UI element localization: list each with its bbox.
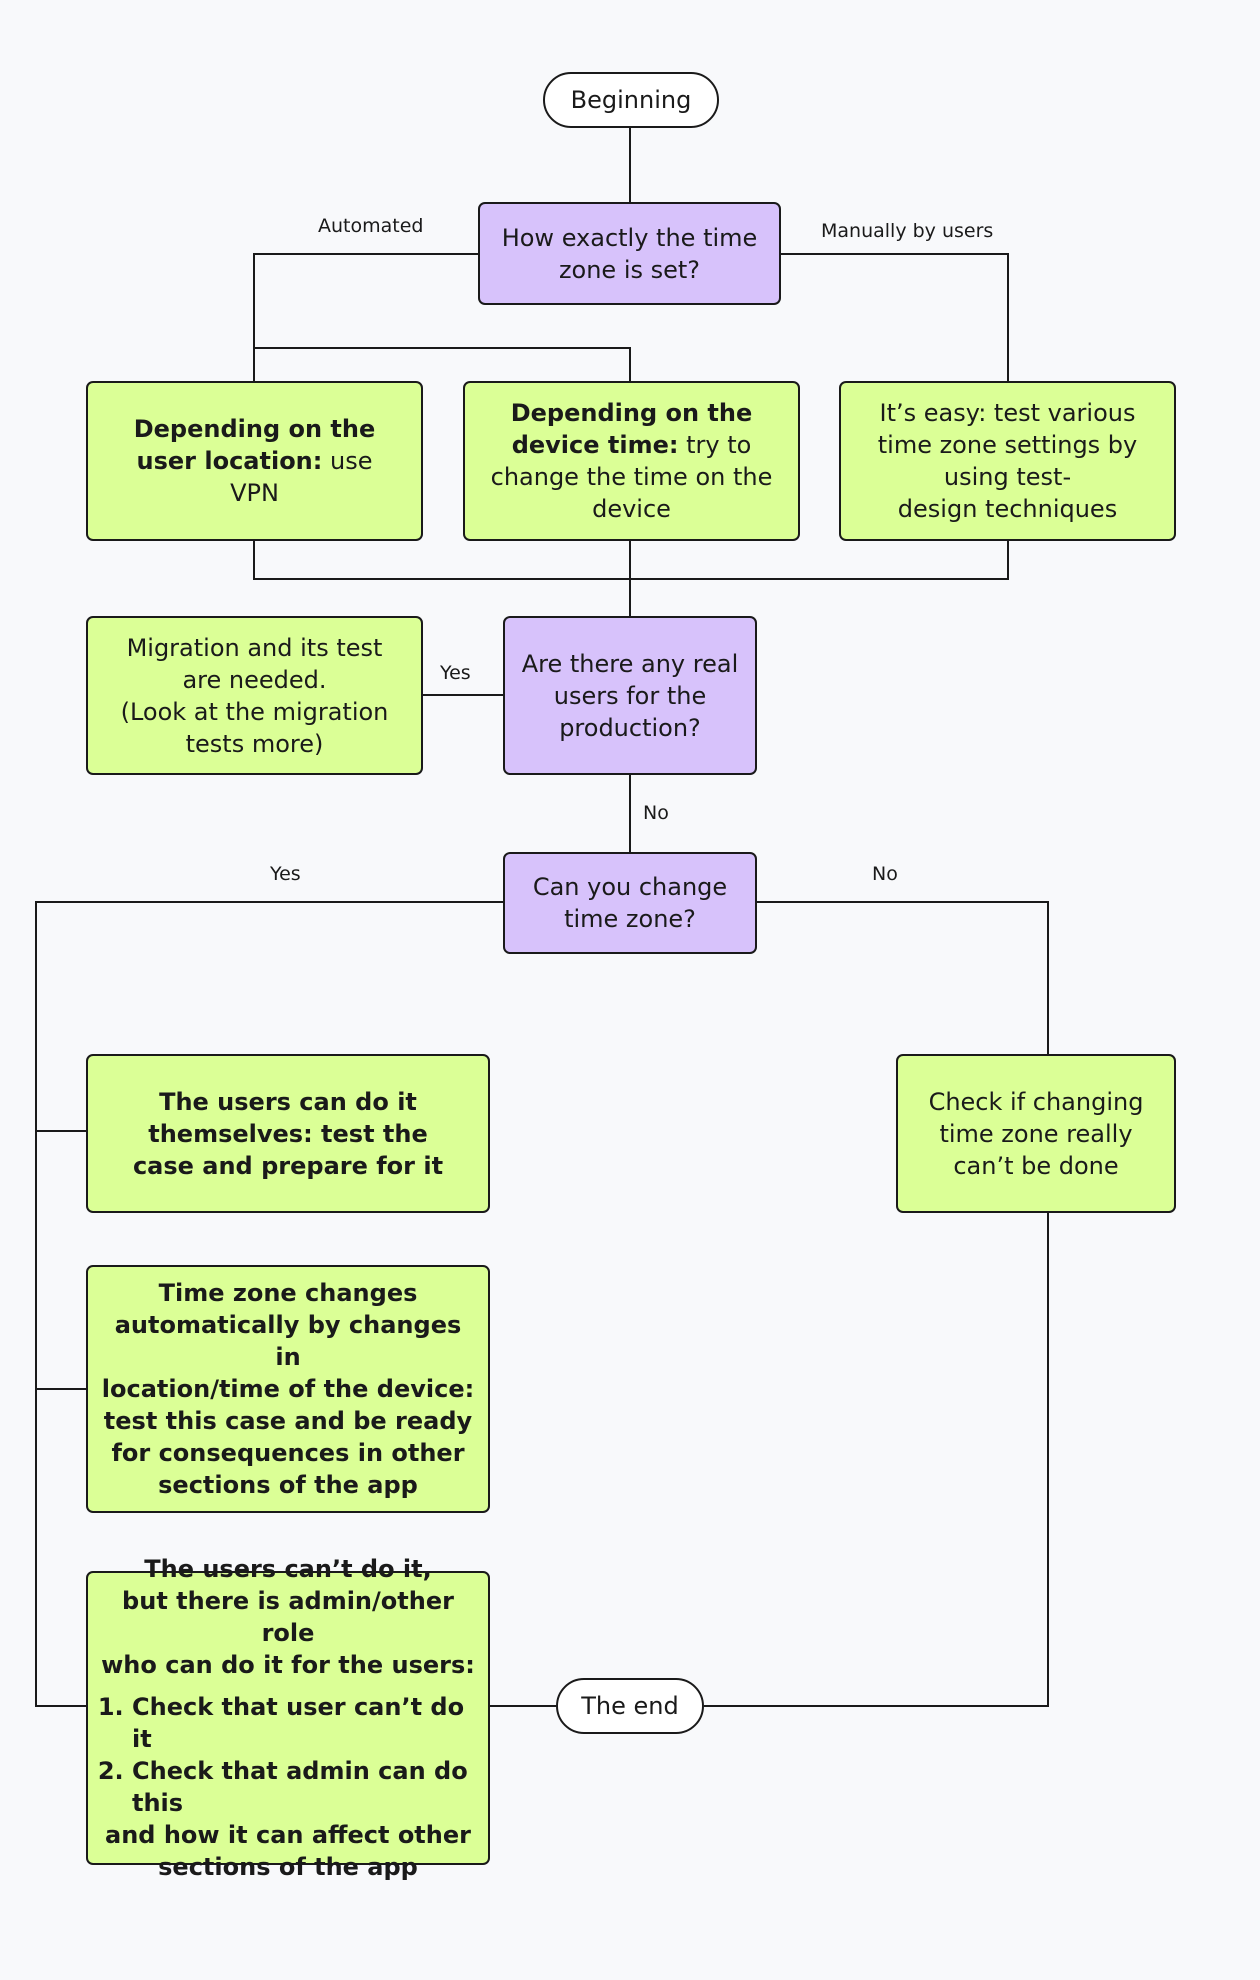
migration-box: Migration and its test are needed. (Look…	[86, 616, 423, 775]
easy-test-line: using test-	[943, 463, 1072, 491]
easy-test-line: It’s easy: test various	[879, 399, 1136, 427]
how-set-line: zone is set?	[558, 255, 701, 284]
auto-change-line: for consequences in other	[111, 1439, 465, 1467]
edge-label-yes-change: Yes	[270, 863, 301, 885]
edge-automated-branch-device	[254, 347, 631, 381]
edge-automated	[253, 253, 478, 381]
check-changing-line: time zone really	[939, 1119, 1133, 1148]
users-can-line: The users can do it	[159, 1087, 417, 1116]
auto-change-line: location/time of the device:	[101, 1375, 475, 1403]
edge-no-change	[757, 901, 1049, 1054]
user-location-box: Depending on the user location: use VPN	[86, 381, 423, 541]
admin-role-intro-line: but there is admin/other role	[122, 1587, 454, 1647]
edge-yes-change	[35, 901, 503, 1707]
admin-role-step-continuation: sections of the app	[158, 1853, 418, 1881]
edge-label-yes-migration: Yes	[440, 662, 471, 684]
can-change-line: Can you change	[532, 873, 728, 901]
check-changing-line: Check if changing	[928, 1087, 1144, 1116]
can-change-line: time zone?	[564, 905, 696, 933]
the-end-label: The end	[581, 1692, 679, 1720]
admin-role-step-continuation: and how it can affect other	[105, 1821, 471, 1849]
admin-role-step: Check that admin can do this	[132, 1755, 480, 1819]
edge-label-manually: Manually by users	[821, 220, 994, 242]
device-time-box: Depending on the device time: try to cha…	[463, 381, 800, 541]
migration-line: are needed.	[182, 665, 327, 694]
device-time-bold: Depending on the device time:	[510, 399, 753, 459]
admin-role-intro-line: who can do it for the users:	[101, 1651, 475, 1679]
beginning-label: Beginning	[570, 86, 692, 114]
real-users-line: users for the	[553, 681, 707, 710]
auto-change-line: test this case and be ready	[103, 1407, 473, 1435]
auto-change-line: sections of the app	[158, 1471, 418, 1499]
edge-label-no-change: No	[872, 863, 898, 885]
auto-change-line: automatically by changes in	[114, 1311, 462, 1371]
the-end-node: The end	[556, 1678, 704, 1734]
user-location-bold: Depending on the user location:	[133, 415, 376, 475]
auto-change-box: Time zone changes automatically by chang…	[86, 1265, 490, 1513]
migration-line: Migration and its test	[126, 633, 383, 662]
admin-role-steps: Check that user can’t do it Check that a…	[96, 1691, 480, 1819]
easy-test-line: time zone settings by	[877, 431, 1138, 459]
user-location-text: Depending on the user location: use VPN	[118, 413, 391, 509]
admin-role-step: Check that user can’t do it	[132, 1691, 480, 1755]
real-users-decision: Are there any real users for the product…	[503, 616, 757, 775]
beginning-node: Beginning	[543, 72, 719, 128]
admin-role-intro-line: The users can’t do it,	[144, 1555, 432, 1583]
device-time-text: Depending on the device time: try to cha…	[483, 397, 780, 525]
user-location-rest: use VPN	[230, 447, 373, 507]
users-can-line: case and prepare for it	[132, 1151, 444, 1180]
easy-test-line: design techniques	[897, 495, 1118, 523]
check-changing-box: Check if changing time zone really can’t…	[896, 1054, 1176, 1213]
auto-change-line: Time zone changes	[158, 1279, 418, 1307]
how-set-decision: How exactly the time zone is set?	[478, 202, 781, 305]
real-users-line: Are there any real	[521, 649, 739, 678]
check-changing-line: can’t be done	[953, 1151, 1119, 1180]
edge-check-to-end	[704, 1212, 1049, 1707]
easy-test-box: It’s easy: test various time zone settin…	[839, 381, 1176, 541]
migration-line: (Look at the migration	[120, 697, 389, 726]
edge-label-automated: Automated	[318, 215, 424, 237]
edge-manually	[781, 253, 1009, 381]
users-can-line: themselves: test the	[148, 1119, 428, 1148]
admin-role-box: The users can’t do it, but there is admi…	[86, 1555, 490, 1881]
users-can-box: The users can do it themselves: test the…	[86, 1054, 490, 1213]
device-time-rest: try to change the time on the device	[490, 431, 773, 523]
edge-label-no-real-users: No	[643, 802, 669, 824]
real-users-line: production?	[559, 713, 701, 742]
how-set-line: How exactly the time	[501, 223, 758, 252]
can-change-decision: Can you change time zone?	[503, 852, 757, 954]
migration-line: tests more)	[185, 729, 324, 758]
